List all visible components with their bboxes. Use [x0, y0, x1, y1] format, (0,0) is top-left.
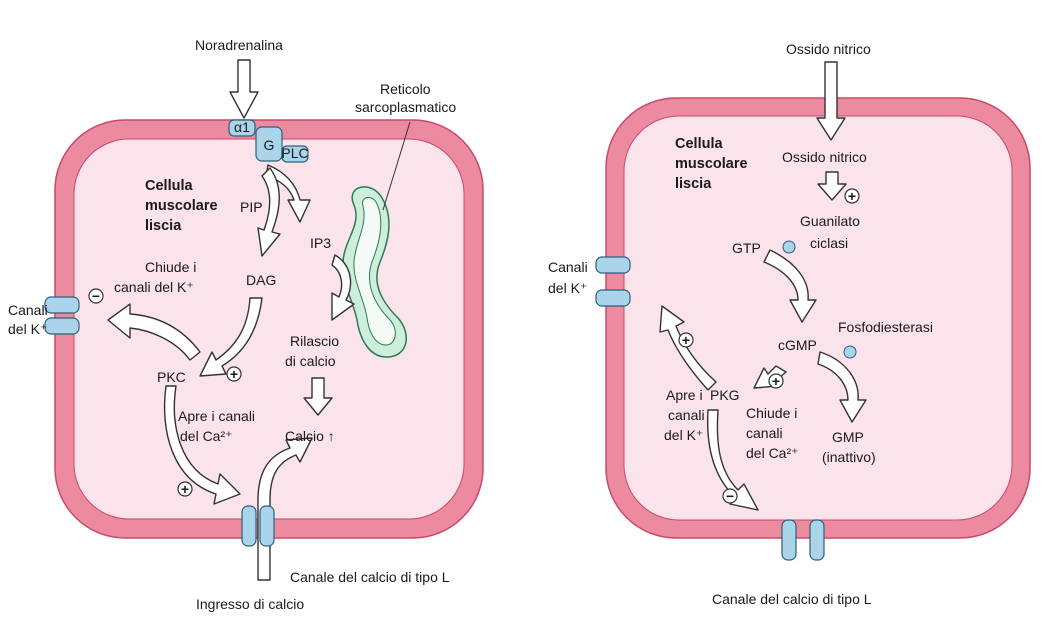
right-plus-sign-guanylate: +	[845, 188, 859, 204]
chiude-k-line1: Chiude i	[145, 259, 196, 275]
receptor-alpha1-label: α1	[234, 119, 250, 135]
noradrenaline-label: Noradrenalina	[195, 37, 283, 53]
reticulum-label-line1: Reticolo	[380, 81, 431, 97]
apre-k-line2: canali	[668, 407, 705, 423]
left-panel: α1 G PLC − +	[8, 37, 483, 612]
left-cell-label-line1: Cellula	[145, 178, 193, 194]
right-minus-sign: −	[723, 488, 737, 504]
ip3-label: IP3	[310, 235, 331, 251]
right-k-channel-upper-icon	[596, 257, 630, 273]
chiude-ca-line1: Chiude i	[746, 405, 797, 421]
rilascio-line1: Rilascio	[290, 333, 339, 349]
left-minus-sign: −	[89, 288, 103, 304]
chiude-ca-line3: del Ca²⁺	[746, 445, 799, 461]
guanilato-line1: Guanilato	[800, 213, 860, 229]
svg-text:+: +	[230, 366, 238, 382]
right-ca-channel-right-icon	[810, 520, 824, 560]
chiude-k-line2: canali del K⁺	[114, 279, 194, 295]
left-cell-label-line3: liscia	[145, 218, 182, 234]
noradrenaline-arrow	[230, 60, 258, 118]
svg-text:+: +	[682, 332, 690, 348]
left-k-channel-upper-icon	[45, 297, 79, 313]
plc-label: PLC	[281, 145, 308, 161]
left-k-channel-lower-icon	[45, 318, 79, 334]
right-plus-sign-k: +	[679, 332, 693, 348]
gmp-line1: GMP	[832, 429, 864, 445]
right-plus-sign-pkg: +	[769, 373, 783, 389]
rilascio-line2: di calcio	[285, 353, 336, 369]
right-k-channel-lower-icon	[596, 290, 630, 306]
guanilato-line2: ciclasi	[810, 235, 848, 251]
svg-text:−: −	[726, 488, 734, 504]
pde-enzyme-dot-icon	[844, 346, 856, 358]
svg-text:+: +	[848, 188, 856, 204]
svg-text:+: +	[181, 481, 189, 497]
fosfodiesterasi-label: Fosfodiesterasi	[838, 319, 933, 335]
nitric-oxide-top-label: Ossido nitrico	[786, 41, 871, 57]
nitric-oxide-inside-label: Ossido nitrico	[782, 149, 867, 165]
right-cell-label-line3: liscia	[675, 176, 712, 192]
apre-ca-line2: del Ca²⁺	[180, 428, 233, 444]
right-canali-k-line2: del K⁺	[548, 280, 587, 296]
svg-text:+: +	[772, 373, 780, 389]
pkc-label: PKC	[157, 369, 186, 385]
left-plus-sign-pkc: +	[227, 366, 241, 382]
svg-text:−: −	[92, 288, 100, 304]
apre-k-line1: Apre i	[666, 387, 703, 403]
calcio-label: Calcio ↑	[285, 428, 335, 444]
pkg-label: PKG	[710, 387, 740, 403]
chiude-ca-line2: canali	[746, 425, 783, 441]
left-canali-k-line2: del K⁺	[8, 321, 47, 337]
cgmp-label: cGMP	[778, 337, 817, 353]
right-panel: + + + − Ossido nitrico Cellula muscolare…	[548, 41, 1030, 607]
left-ca-channel-right-icon	[260, 506, 274, 546]
left-ca-channel-left-icon	[242, 506, 256, 546]
right-cell-label-line2: muscolare	[675, 156, 748, 172]
reticulum-label-line2: sarcoplasmatico	[355, 99, 456, 115]
apre-ca-line1: Apre i canali	[178, 408, 255, 424]
pip-label: PIP	[240, 199, 263, 215]
left-cell-label-line2: muscolare	[145, 198, 218, 214]
right-cell-label-line1: Cellula	[675, 136, 723, 152]
gtp-label: GTP	[732, 240, 761, 256]
left-canale-l-label: Canale del calcio di tipo L	[290, 569, 450, 585]
apre-k-line3: del K⁺	[664, 427, 703, 443]
guanylate-enzyme-dot-icon	[783, 241, 795, 253]
g-protein-label: G	[264, 137, 275, 153]
gmp-line2: (inattivo)	[822, 449, 876, 465]
ingresso-label: Ingresso di calcio	[196, 596, 304, 612]
left-plus-sign-ca: +	[178, 481, 192, 497]
dag-label: DAG	[246, 272, 276, 288]
right-canali-k-line1: Canali	[548, 259, 588, 275]
left-canali-k-line1: Canali	[8, 302, 48, 318]
right-canale-l-label: Canale del calcio di tipo L	[712, 591, 872, 607]
right-ca-channel-left-icon	[782, 520, 796, 560]
